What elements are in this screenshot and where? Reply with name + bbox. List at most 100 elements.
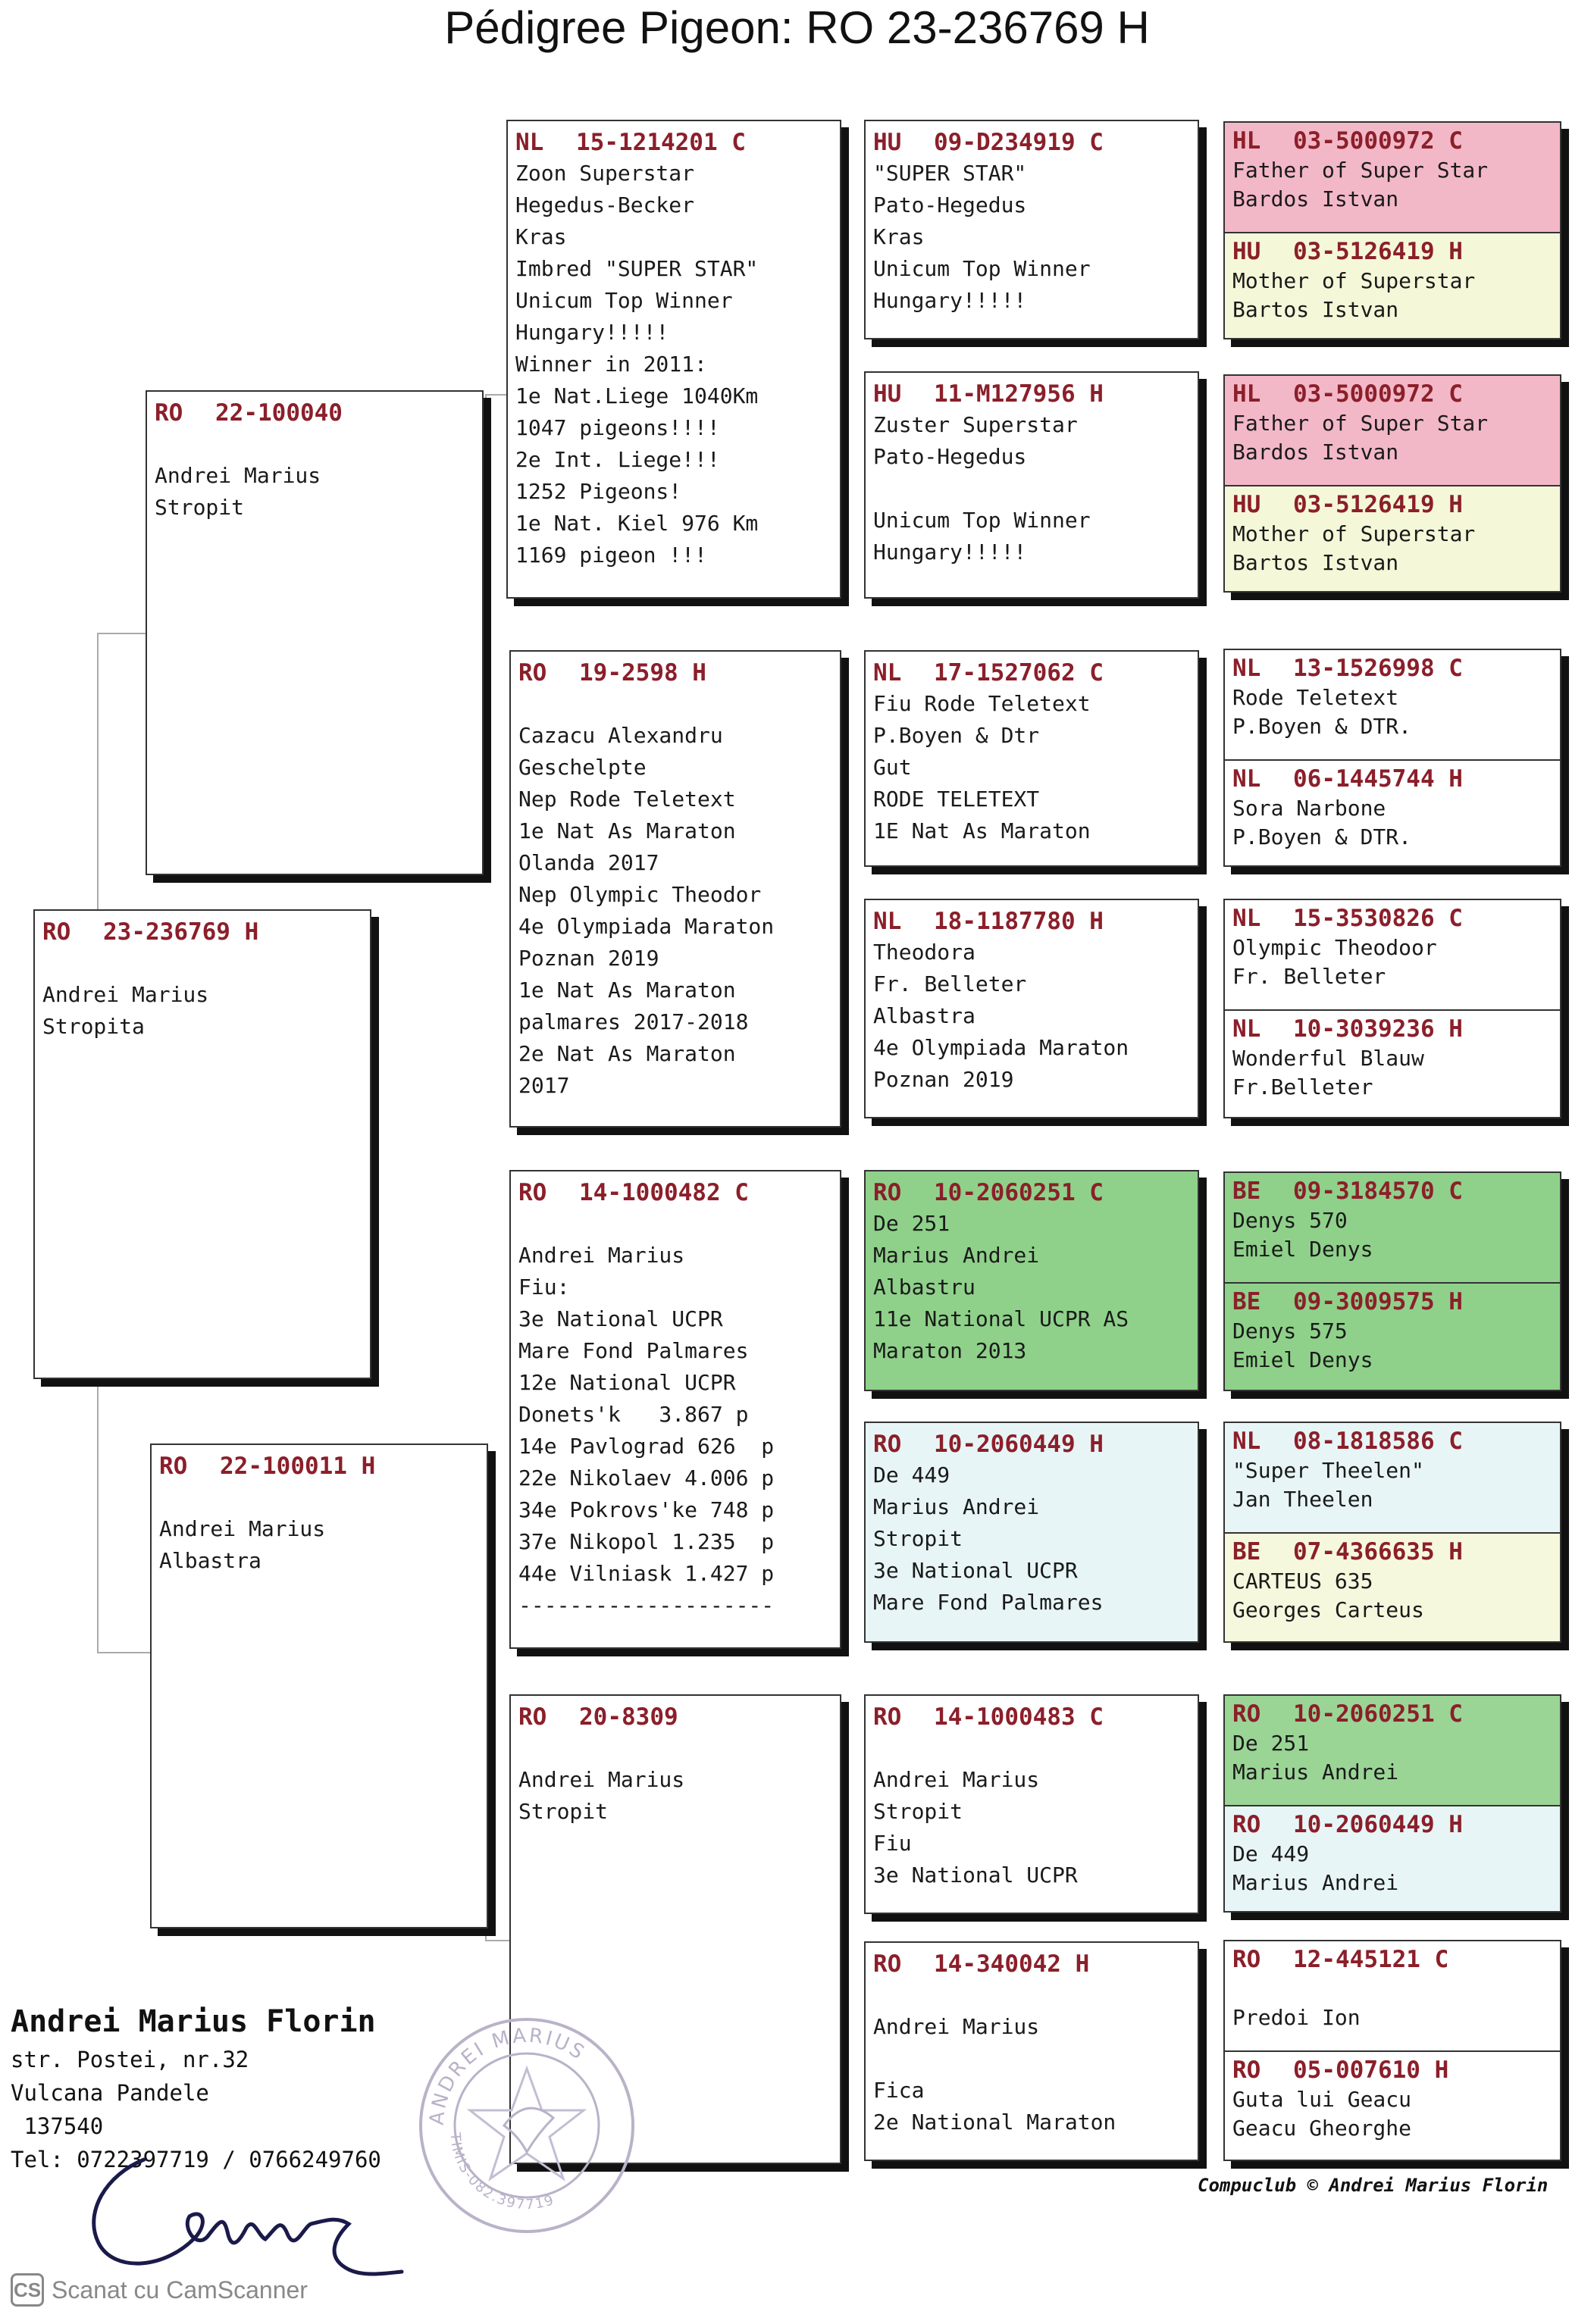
detail-line: 1e Nat.Liege 1040Km bbox=[515, 383, 759, 408]
detail-line: 3e National UCPR bbox=[518, 1306, 723, 1331]
detail-line: Fr. Belleter bbox=[1232, 964, 1386, 989]
copyright-note: Compuclub © Andrei Marius Florin bbox=[1198, 2175, 1549, 2196]
detail-line: Fica bbox=[873, 2078, 925, 2103]
ring-number: 11-M127956 H bbox=[934, 380, 1104, 408]
ring-number: 23-236769 H bbox=[103, 918, 259, 946]
ring-number: 03-5126419 H bbox=[1293, 238, 1463, 265]
detail-line: Hungary!!!!! bbox=[873, 288, 1027, 313]
ring-number: 06-1445744 H bbox=[1293, 765, 1463, 793]
country-code: HU bbox=[873, 380, 902, 408]
country-code: RO bbox=[1232, 1946, 1261, 1973]
detail-line: Wonderful Blauw bbox=[1232, 1046, 1424, 1071]
detail-line: 4e Olympiada Maraton bbox=[518, 914, 775, 939]
ring-number: 05-007610 H bbox=[1293, 2057, 1449, 2084]
detail-line: Fiu bbox=[873, 1831, 912, 1856]
ring-number: 07-4366635 H bbox=[1293, 1538, 1463, 1565]
detail-line: P.Boyen & DTR. bbox=[1232, 714, 1412, 739]
country-code: HU bbox=[873, 129, 902, 156]
detail-line: 14e Pavlograd 626 p bbox=[518, 1434, 775, 1459]
detail-line: Fr. Belleter bbox=[873, 971, 1027, 996]
detail-line: -------------------- bbox=[518, 1593, 775, 1618]
detail-line: Mare Fond Palmares bbox=[518, 1338, 749, 1363]
detail-line: 11e National UCPR AS bbox=[873, 1306, 1129, 1331]
detail-line: Jan Theelen bbox=[1232, 1487, 1373, 1512]
detail-line: Bardos Istvan bbox=[1232, 186, 1399, 211]
detail-line: Andrei Marius bbox=[159, 1516, 326, 1541]
detail-line: 2017 bbox=[518, 1073, 570, 1098]
ring-number: 03-5000972 C bbox=[1293, 127, 1463, 155]
detail-line: Poznan 2019 bbox=[873, 1067, 1014, 1092]
ring-number: 10-2060449 H bbox=[1293, 1811, 1463, 1838]
detail-line bbox=[518, 1208, 840, 1240]
detail-line: Andrei Marius bbox=[873, 2014, 1040, 2039]
scanner-text: Scanat cu CamScanner bbox=[52, 2276, 308, 2304]
detail-line: Emiel Denys bbox=[1232, 1347, 1373, 1372]
country-code: RO bbox=[159, 1453, 188, 1480]
detail-line: Fiu: bbox=[518, 1275, 570, 1300]
detail-line: Andrei Marius bbox=[518, 1767, 685, 1792]
country-code: HL bbox=[1232, 380, 1261, 408]
country-code: RO bbox=[1232, 1811, 1261, 1838]
detail-line: Poznan 2019 bbox=[518, 946, 659, 971]
connector-line bbox=[97, 1364, 150, 1653]
detail-line: Marius Andrei bbox=[873, 1243, 1040, 1268]
detail-line: Pato-Hegedus bbox=[873, 192, 1027, 217]
detail-line: Mother of Superstar bbox=[1232, 521, 1476, 546]
detail-line: Andrei Marius bbox=[873, 1767, 1040, 1792]
connector-line bbox=[485, 394, 509, 600]
detail-line: Stropit bbox=[873, 1526, 963, 1551]
detail-line: Bartos Istvan bbox=[1232, 297, 1399, 322]
detail-line: 1e Nat As Maraton bbox=[518, 977, 736, 1002]
ring-number: 10-2060251 C bbox=[934, 1179, 1104, 1206]
detail-line bbox=[873, 1979, 1198, 2011]
ring-number: 14-1000482 C bbox=[579, 1179, 749, 1206]
